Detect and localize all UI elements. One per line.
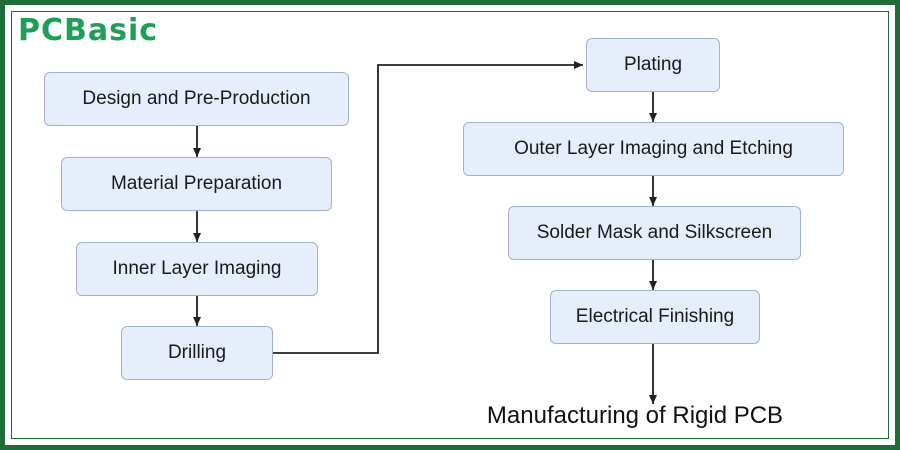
step-plating: Plating — [586, 38, 720, 92]
step-outer-layer-imaging-etching: Outer Layer Imaging and Etching — [463, 122, 844, 176]
step-inner-layer-imaging: Inner Layer Imaging — [76, 242, 318, 296]
arrow-drilling-to-plating — [273, 61, 583, 354]
logo-text: PCBasic — [18, 13, 159, 48]
diagram-caption: Manufacturing of Rigid PCB — [486, 402, 784, 429]
brand-logo: PCBasic — [18, 16, 158, 46]
step-drilling: Drilling — [121, 326, 273, 380]
step-material-preparation: Material Preparation — [61, 157, 332, 211]
inner-frame — [11, 11, 889, 439]
step-electrical-finishing: Electrical Finishing — [550, 290, 760, 344]
step-label: Design and Pre-Production — [82, 88, 311, 109]
step-solder-mask-silkscreen: Solder Mask and Silkscreen — [508, 206, 801, 260]
step-label: Solder Mask and Silkscreen — [536, 222, 773, 243]
step-label: Outer Layer Imaging and Etching — [514, 138, 793, 159]
step-label: Inner Layer Imaging — [112, 258, 282, 279]
step-label: Plating — [623, 54, 683, 75]
step-design-pre-production: Design and Pre-Production — [44, 72, 349, 126]
step-label: Drilling — [167, 342, 227, 363]
step-label: Electrical Finishing — [575, 306, 735, 327]
step-label: Material Preparation — [110, 173, 283, 194]
